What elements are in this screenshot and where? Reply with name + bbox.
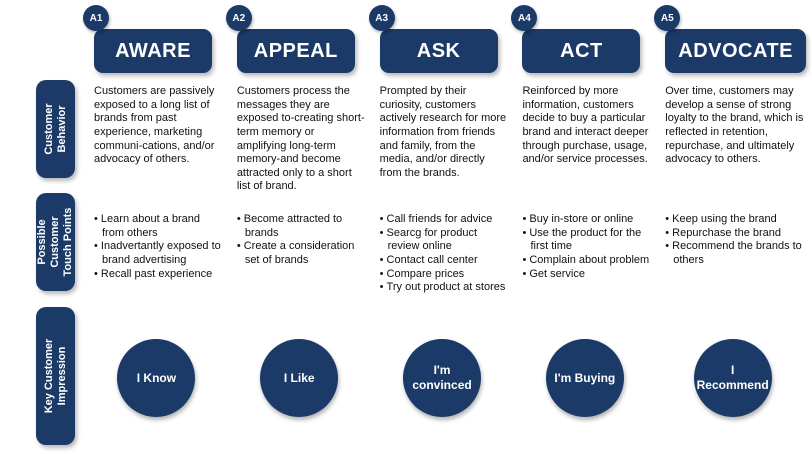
touch-point-item: Inadvertantly exposed to brand advertisi…: [90, 240, 225, 267]
impression-wrap: I Recommend: [659, 339, 806, 417]
stage-act: A4 ACT Reinforced by more information, c…: [511, 0, 653, 454]
touch-point-item: Repurchase the brand: [661, 227, 806, 241]
stage-appeal: A2 APPEAL Customers process the messages…: [225, 0, 368, 454]
touch-point-item: Get service: [518, 268, 653, 282]
row-label-text: Key Customer Impression: [42, 338, 68, 414]
touch-point-item: Compare prices: [376, 268, 511, 282]
touch-point-item: Keep using the brand: [661, 213, 806, 227]
touch-point-item: Searcg for product review online: [376, 227, 511, 254]
touch-points-list: Keep using the brand Repurchase the bran…: [661, 213, 806, 327]
stage-badge: A1: [83, 5, 109, 31]
customer-behavior-text: Customers are passively exposed to a lon…: [94, 85, 215, 166]
touch-point-item: Recommend the brands to others: [661, 240, 806, 267]
stage-title: APPEAL: [236, 29, 355, 73]
touch-points-list: Buy in-store or online Use the product f…: [518, 213, 653, 327]
stage-aware: A1 AWARE Customers are passively exposed…: [83, 0, 225, 454]
impression-circle: I Like: [260, 339, 339, 417]
touch-points-list: Become attracted to brands Create a cons…: [233, 213, 368, 327]
impression-circle: I'm Buying: [545, 339, 624, 417]
stage-badge: A5: [654, 5, 681, 31]
touch-point-item: Contact call center: [376, 254, 511, 268]
row-label-key-customer-impression: Key Customer Impression: [36, 307, 75, 445]
impression-circle: I'm convinced: [403, 339, 482, 417]
touch-point-item: Buy in-store or online: [518, 213, 653, 227]
touch-points-list: Learn about a brand from others Inadvert…: [90, 213, 225, 327]
touch-points-list: Call friends for advice Searcg for produ…: [376, 213, 511, 327]
impression-wrap: I Like: [231, 339, 368, 417]
row-label-text: Customer Behavior: [42, 103, 68, 155]
impression-circle: I Know: [117, 339, 196, 417]
customer-behavior-text: Prompted by their curiosity, customers a…: [379, 85, 507, 179]
impression-circle: I Recommend: [693, 339, 772, 417]
touch-point-item: Complain about problem: [518, 254, 653, 268]
row-label-customer-behavior: Customer Behavior: [36, 80, 75, 178]
stage-title: ACT: [522, 29, 641, 73]
touch-point-item: Call friends for advice: [376, 213, 511, 227]
stage-badge: A4: [511, 5, 538, 31]
touch-point-item: Try out product at stores: [376, 281, 511, 295]
stage-title: ADVOCATE: [665, 29, 806, 73]
touch-point-item: Learn about a brand from others: [90, 213, 225, 240]
customer-behavior-text: Customers process the messages they are …: [236, 85, 365, 193]
touch-point-item: Use the product for the first time: [518, 227, 653, 254]
impression-wrap: I Know: [88, 339, 225, 417]
stage-ask: A3 ASK Prompted by their curiosity, cust…: [368, 0, 511, 454]
stage-title: AWARE: [94, 29, 212, 73]
impression-wrap: I'm convinced: [374, 339, 511, 417]
touch-point-item: Create a consideration set of brands: [233, 240, 368, 267]
customer-behavior-text: Over time, customers may develop a sense…: [665, 85, 804, 166]
customer-behavior-text: Reinforced by more information, customer…: [522, 85, 649, 166]
touch-point-item: Become attracted to brands: [233, 213, 368, 240]
stage-columns: A1 AWARE Customers are passively exposed…: [83, 0, 806, 454]
stage-badge: A3: [368, 5, 395, 31]
row-label-text: Possible Customer Touch Points: [35, 207, 75, 277]
touch-point-item: Recall past experience: [90, 268, 225, 282]
impression-wrap: I'm Buying: [516, 339, 653, 417]
stage-title: ASK: [379, 29, 498, 73]
row-label-possible-customer-touch-points: Possible Customer Touch Points: [36, 193, 75, 291]
stage-advocate: A5 ADVOCATE Over time, customers may dev…: [654, 0, 806, 454]
stage-badge: A2: [225, 5, 252, 31]
